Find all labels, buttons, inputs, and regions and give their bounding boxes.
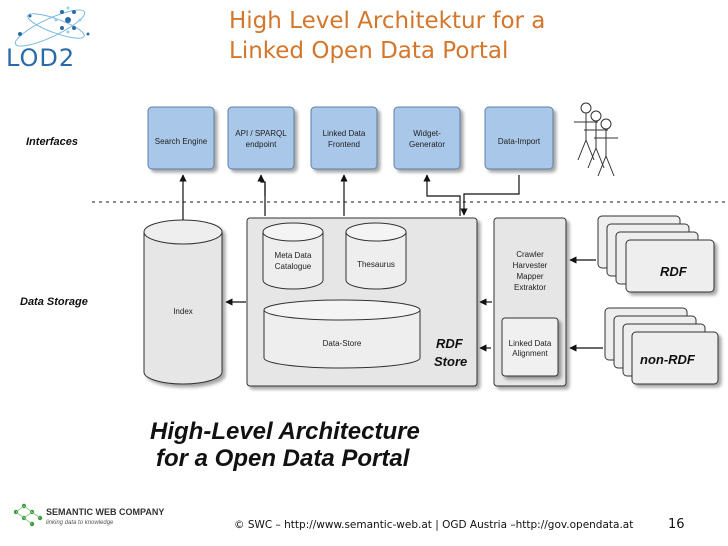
interface-widget-label-2: Generator	[409, 140, 445, 149]
interface-frontend-label-2: Frontend	[328, 140, 360, 149]
thesaurus-cylinder: Thesaurus	[345, 222, 407, 290]
architecture-diagram: Interfaces Data Storage Search Engine AP…	[20, 102, 725, 387]
lod2-logo-text: LOD2	[6, 44, 76, 72]
slide-title-line-1: High Level Architektur for a	[229, 8, 546, 34]
diagram-caption-line-2: for a Open Data Portal	[156, 445, 410, 472]
interface-search-engine-label: Search Engine	[155, 137, 208, 146]
interface-widget-label-1: Widget-	[413, 129, 441, 138]
interface-search-engine: Search Engine	[147, 106, 215, 170]
slide-title-line-2: Linked Open Data Portal	[229, 38, 509, 64]
interface-frontend-label-1: Linked Data	[323, 129, 366, 138]
interface-sparql-label-1: API / SPARQL	[235, 129, 287, 138]
row-label-interfaces: Interfaces	[26, 136, 78, 148]
data-store-cylinder: Data-Store	[263, 299, 421, 369]
crawler-label-4: Extraktor	[514, 283, 546, 292]
linked-data-alignment-box	[501, 317, 559, 377]
swc-company-name: SEMANTIC WEB COMPANY	[46, 507, 164, 517]
swc-tagline: linking data to knowledge	[46, 520, 114, 526]
footer-copyright: © SWC – http://www.semantic-web.at | OGD…	[234, 519, 634, 531]
users-icon	[574, 102, 618, 177]
lod2-logo-graphic	[14, 6, 90, 47]
interface-data-import: Data-Import	[484, 106, 554, 170]
semantic-web-company-logo: SEMANTIC WEB COMPANY linking data to kno…	[13, 503, 164, 527]
connector-arrows	[179, 174, 603, 352]
data-store-label: Data-Store	[323, 339, 362, 348]
thesaurus-label: Thesaurus	[357, 260, 395, 269]
index-label: Index	[173, 307, 193, 316]
rdf-sources-label: RDF	[660, 264, 688, 279]
diagram-caption-line-1: High-Level Architecture	[150, 418, 420, 445]
interface-sparql-endpoint: API / SPARQL endpoint	[227, 106, 295, 170]
interface-data-import-label: Data-Import	[498, 137, 541, 146]
diagram-caption: High-Level Architecture for a Open Data …	[150, 418, 420, 472]
non-rdf-sources-stack	[604, 307, 719, 385]
rdf-store-label-2: Store	[434, 354, 467, 369]
rdf-store-label-1: RDF	[436, 336, 464, 351]
crawler-label-3: Mapper	[516, 272, 543, 281]
interface-linked-data-frontend: Linked Data Frontend	[310, 106, 378, 170]
meta-data-label-2: Catalogue	[275, 262, 312, 271]
row-label-data-storage: Data Storage	[20, 296, 88, 308]
non-rdf-sources-label: non-RDF	[640, 352, 696, 367]
page-number: 16	[668, 517, 685, 532]
interface-sparql-label-2: endpoint	[246, 140, 277, 149]
alignment-label-2: Alignment	[512, 349, 548, 358]
interface-widget-generator: Widget- Generator	[393, 106, 461, 170]
meta-data-label-1: Meta Data	[275, 251, 312, 260]
slide-title: High Level Architektur for a Linked Open…	[229, 6, 709, 66]
crawler-label-2: Harvester	[513, 261, 548, 270]
alignment-label-1: Linked Data	[509, 339, 552, 348]
crawler-label-1: Crawler	[516, 250, 544, 259]
meta-data-catalogue-cylinder: Meta Data Catalogue	[262, 222, 324, 290]
rdf-sources-stack	[597, 215, 715, 293]
index-cylinder: Index	[143, 219, 223, 385]
